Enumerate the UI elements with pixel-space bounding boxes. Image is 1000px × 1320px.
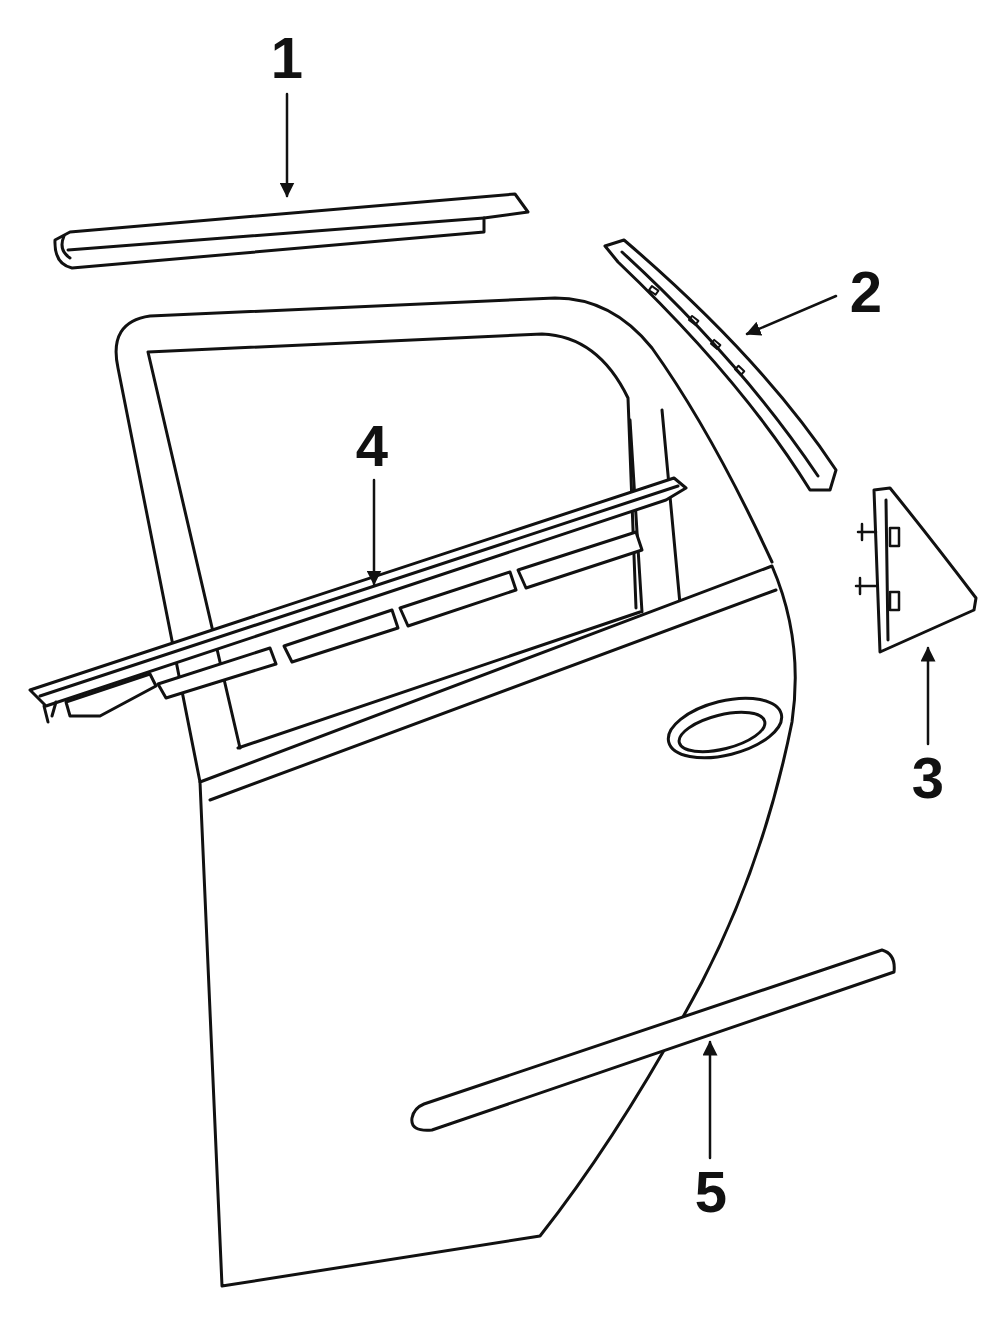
- trim-studs: [856, 524, 899, 610]
- door-body: [200, 566, 795, 1286]
- leader-2: [747, 296, 836, 334]
- leader-5: [709, 1042, 712, 1158]
- corner-trim: [874, 488, 976, 652]
- callout-number: 4: [356, 417, 388, 475]
- door-handle: [662, 688, 788, 768]
- leader-4: [373, 480, 376, 584]
- belt-molding: [30, 478, 686, 706]
- pillar-applique-edge: [622, 252, 818, 476]
- upper-molding-edge: [62, 218, 484, 258]
- leader-1: [286, 94, 289, 196]
- callout-number: 2: [850, 263, 882, 321]
- upper-molding: [55, 194, 528, 268]
- callout-number: 5: [695, 1163, 727, 1221]
- pillar-applique: [605, 240, 836, 490]
- door-handle-inner: [675, 705, 769, 759]
- side-molding: [412, 950, 894, 1130]
- belt-molding-edge: [40, 486, 678, 696]
- leader-3: [927, 648, 930, 744]
- belt-clips: [44, 532, 642, 722]
- corner-trim-edge: [886, 500, 888, 640]
- callout-number: 3: [912, 749, 944, 807]
- callout-number: 1: [271, 29, 303, 87]
- leader-arrows: [287, 94, 928, 1158]
- applique-holes: [649, 286, 744, 375]
